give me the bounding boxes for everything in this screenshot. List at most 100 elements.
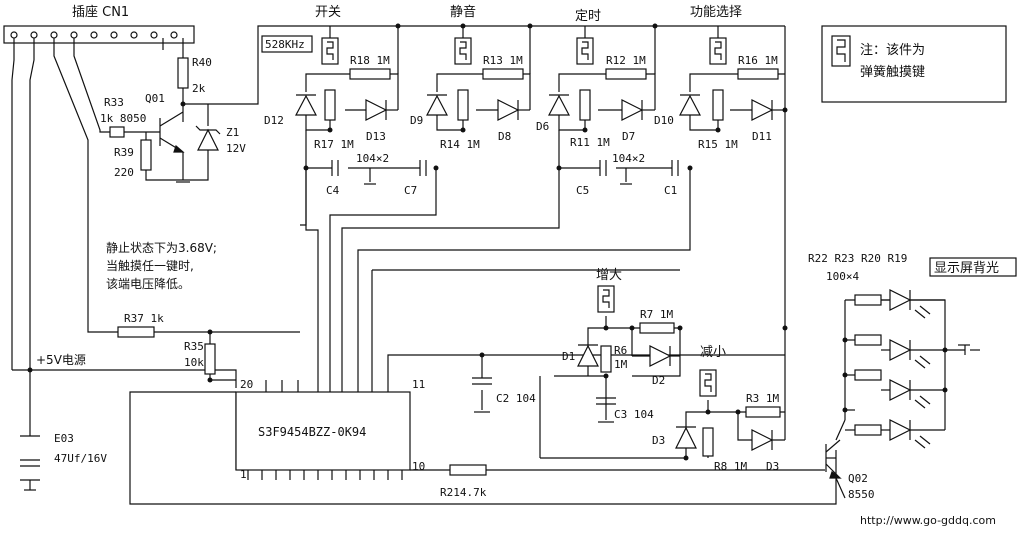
label-r14: R14 1M bbox=[440, 138, 480, 151]
label-d3-right: D3 bbox=[766, 460, 779, 473]
r33-resistor bbox=[109, 126, 125, 138]
label-r3: R3 1M bbox=[746, 392, 779, 405]
label-r11: R11 1M bbox=[570, 136, 610, 149]
label-r40v: 2k bbox=[192, 82, 206, 95]
touch-keys bbox=[321, 35, 851, 397]
label-r8: R8 1M bbox=[714, 460, 747, 473]
backlight-label: 显示屏背光 bbox=[934, 261, 999, 276]
legend-line-2: 弹簧触摸键 bbox=[860, 64, 925, 80]
pin-10: 10 bbox=[412, 460, 425, 473]
label-c1: C1 bbox=[664, 184, 677, 197]
label-z1: Z1 bbox=[226, 126, 239, 139]
touch-key-timer-icon bbox=[576, 37, 594, 65]
led-2 bbox=[881, 339, 945, 361]
r19-resistor bbox=[854, 424, 882, 436]
label-r35: R35 bbox=[184, 340, 204, 353]
source-url: http://www.go-gddq.com bbox=[860, 514, 996, 527]
label-r37: R37 1k bbox=[124, 312, 164, 325]
r21-resistor bbox=[449, 464, 487, 476]
r39-resistor bbox=[140, 139, 152, 171]
label-r7: R7 1M bbox=[640, 308, 673, 321]
diodes bbox=[195, 94, 945, 451]
r15-resistor bbox=[712, 89, 724, 121]
r17-resistor bbox=[324, 89, 336, 121]
r20-resistor bbox=[854, 369, 882, 381]
label-d9: D9 bbox=[410, 114, 423, 127]
label-r6: R6 bbox=[614, 344, 627, 357]
label-r16: R16 1M bbox=[738, 54, 778, 67]
section-timer-label: 定时 bbox=[575, 9, 601, 24]
r3-resistor bbox=[745, 406, 781, 418]
label-r13: R13 1M bbox=[483, 54, 523, 67]
label-cap-pair-right: 104×2 bbox=[612, 152, 645, 165]
label-q01: Q01 bbox=[145, 92, 165, 105]
d12-diode bbox=[295, 94, 317, 116]
cn1-title: 插座 CN1 bbox=[72, 5, 129, 20]
label-r33v: 1k 8050 bbox=[100, 112, 146, 125]
d9-diode bbox=[426, 94, 448, 116]
junction-dots bbox=[27, 23, 948, 461]
pin-1: 1 bbox=[240, 468, 247, 481]
label-r12: R12 1M bbox=[606, 54, 646, 67]
d3-left-diode bbox=[675, 426, 697, 449]
label-r39: R39 bbox=[114, 146, 134, 159]
r8-resistor bbox=[702, 427, 714, 457]
label-d11: D11 bbox=[752, 130, 772, 143]
r12-resistor bbox=[605, 68, 647, 80]
touch-key-func-icon bbox=[709, 37, 727, 65]
chip-label: S3F9454BZZ-0K94 bbox=[258, 425, 366, 439]
r22-resistor bbox=[854, 294, 882, 306]
label-q02v: 8550 bbox=[848, 488, 875, 501]
touch-key-power-icon bbox=[321, 37, 339, 65]
r18-resistor bbox=[349, 68, 391, 80]
d7-diode bbox=[598, 99, 655, 121]
label-d12: D12 bbox=[264, 114, 284, 127]
wires bbox=[11, 25, 980, 505]
r7-resistor bbox=[639, 322, 675, 334]
label-r17: R17 1M bbox=[314, 138, 354, 151]
label-r39v: 220 bbox=[114, 166, 134, 179]
section-up-label: 增大 bbox=[596, 268, 622, 283]
d3-right-diode bbox=[751, 429, 774, 451]
r37-resistor bbox=[117, 326, 155, 338]
r14-resistor bbox=[457, 89, 469, 121]
d1-diode bbox=[577, 344, 599, 367]
note-line-3: 该端电压降低。 bbox=[106, 277, 190, 291]
label-c2: C2 104 bbox=[496, 392, 536, 405]
legend-line-1: 注：该件为 bbox=[860, 43, 925, 58]
d11-diode bbox=[730, 99, 785, 121]
label-c3: C3 104 bbox=[614, 408, 654, 421]
q01-transistor bbox=[159, 111, 185, 170]
label-r15: R15 1M bbox=[698, 138, 738, 151]
freq-label: 528KHz bbox=[265, 38, 305, 51]
label-d13: D13 bbox=[366, 130, 386, 143]
c1-capacitor bbox=[671, 160, 679, 176]
label-r18: R18 1M bbox=[350, 54, 390, 67]
label-cap-pair-left: 104×2 bbox=[356, 152, 389, 165]
label-d10: D10 bbox=[654, 114, 674, 127]
note-line-1: 静止状态下为3.68V; bbox=[106, 241, 217, 255]
d6-diode bbox=[548, 94, 570, 116]
label-d7: D7 bbox=[622, 130, 635, 143]
r40-resistor bbox=[177, 57, 189, 89]
label-q02: Q02 bbox=[848, 472, 868, 485]
note-line-2: 当触摸任一键时, bbox=[106, 259, 194, 273]
d10-diode bbox=[679, 94, 701, 116]
label-d3-left: D3 bbox=[652, 434, 665, 447]
label-d2: D2 bbox=[652, 374, 665, 387]
d13-diode bbox=[345, 99, 398, 121]
section-func-label: 功能选择 bbox=[690, 5, 742, 20]
label-d8: D8 bbox=[498, 130, 511, 143]
ground-symbols bbox=[24, 181, 970, 491]
label-d1: D1 bbox=[562, 350, 575, 363]
resistors bbox=[109, 57, 882, 476]
r16-resistor bbox=[737, 68, 779, 80]
label-e03v: 47Uf/16V bbox=[54, 452, 107, 465]
label-r35v: 10k bbox=[184, 356, 204, 369]
r11-resistor bbox=[579, 89, 591, 121]
section-down-label: 减小 bbox=[700, 345, 726, 360]
power-label: +5V电源 bbox=[36, 353, 86, 367]
pin-11: 11 bbox=[412, 378, 425, 391]
label-c5: C5 bbox=[576, 184, 589, 197]
